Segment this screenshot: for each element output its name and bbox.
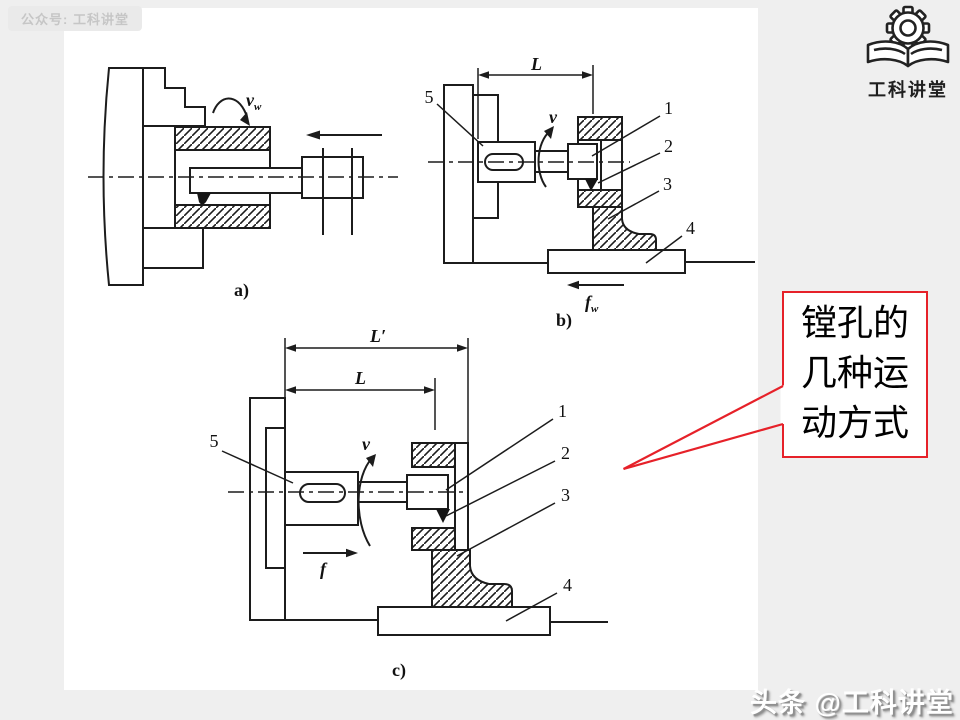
diagram-c-boring-spindle-feed: L′ L v f 5 1 2 3 4 c) <box>210 330 608 681</box>
leader-5 <box>436 103 484 147</box>
part-label-1: 1 <box>558 401 567 421</box>
cutter-tip <box>197 193 211 205</box>
dim-arrow <box>424 386 435 394</box>
part-label-2: 2 <box>664 136 673 156</box>
callout-box: 镗孔的 几种运 动方式 <box>782 291 928 458</box>
leader-1 <box>445 418 554 491</box>
spindle-slot <box>299 483 346 503</box>
hub-bottom-hatch <box>577 189 623 208</box>
leader-1 <box>591 115 661 157</box>
gear-book-icon <box>866 5 950 68</box>
rotation-arc <box>537 130 551 188</box>
speed-label-vw: vw <box>246 90 262 113</box>
hub-top-hatch <box>577 116 623 141</box>
workpiece-wall <box>454 442 469 551</box>
part-label-3: 3 <box>663 174 672 194</box>
hub-top-hatch <box>411 442 456 468</box>
feed-label-fw: fw <box>585 292 599 315</box>
dim-label-L: L <box>354 368 366 388</box>
caption-a: a) <box>234 280 249 301</box>
caption-b: b) <box>556 310 572 331</box>
diagram-a-boring-workpiece-rotation: vw a) <box>88 67 398 301</box>
part-label-4: 4 <box>563 575 572 595</box>
rotation-arrow-head <box>240 112 250 126</box>
feed-label-f: f <box>320 559 328 579</box>
cutter-tip <box>436 509 450 523</box>
toutiao-watermark: 头条 @工科讲堂 <box>750 688 954 718</box>
leader-2 <box>445 460 556 517</box>
machine-table <box>547 249 686 274</box>
hub-bottom-hatch <box>411 527 456 551</box>
caption-c: c) <box>392 660 406 681</box>
callout-line-1: 镗孔的 <box>800 303 909 343</box>
tube-bottom-wall-hatch <box>174 204 271 229</box>
feed-arrow-head <box>567 280 579 290</box>
column-face-plate <box>265 427 286 569</box>
speed-label-v: v <box>362 434 371 454</box>
brand-logo: 工科讲堂 <box>856 3 960 102</box>
dim-label-L: L <box>530 55 542 74</box>
feed-arrow-head <box>346 548 358 558</box>
dim-arrow <box>582 71 593 79</box>
leader-4 <box>505 592 558 622</box>
chuck-lower-jaw <box>142 227 204 269</box>
machine-column <box>443 84 474 264</box>
boring-bar <box>189 167 303 194</box>
leader-3 <box>607 190 660 220</box>
rotation-arc <box>357 457 373 547</box>
rotation-arrow-head <box>366 454 376 467</box>
dim-arrow <box>457 344 468 352</box>
bracket-web-foot <box>431 549 513 608</box>
diagram-b-boring-table-feed: L v fw 5 1 2 3 4 b) <box>425 55 755 331</box>
part-label-4: 4 <box>686 218 695 238</box>
dim-label-L-prime: L′ <box>369 330 386 346</box>
part-label-5: 5 <box>425 87 434 107</box>
logo-caption: 工科讲堂 <box>868 80 948 100</box>
part-label-2: 2 <box>561 443 570 463</box>
part-label-1: 1 <box>664 98 673 118</box>
leader-3 <box>456 502 556 557</box>
chuck-jaw-steps <box>142 67 206 127</box>
leader-4 <box>645 235 683 264</box>
callout-line-2: 几种运 <box>800 353 909 393</box>
feed-arrow-head <box>306 130 320 140</box>
callout-line-3: 动方式 <box>800 403 909 443</box>
speed-label-v: v <box>549 107 558 127</box>
rotation-arrow-head <box>544 126 554 139</box>
tube-top-wall-hatch <box>174 126 271 151</box>
dim-arrow <box>285 344 296 352</box>
dim-arrow <box>478 71 489 79</box>
cutter-tip <box>585 179 598 191</box>
leader-2 <box>597 152 661 184</box>
rotation-arc <box>212 97 247 115</box>
dim-arrow <box>285 386 296 394</box>
badge-text: 公众号: 工科讲堂 <box>21 12 129 27</box>
part-label-3: 3 <box>561 485 570 505</box>
part-label-5: 5 <box>210 431 219 451</box>
wechat-account-badge: 公众号: 工科讲堂 <box>8 6 142 31</box>
leader-5 <box>221 450 294 484</box>
bracket-web-foot <box>592 206 657 251</box>
